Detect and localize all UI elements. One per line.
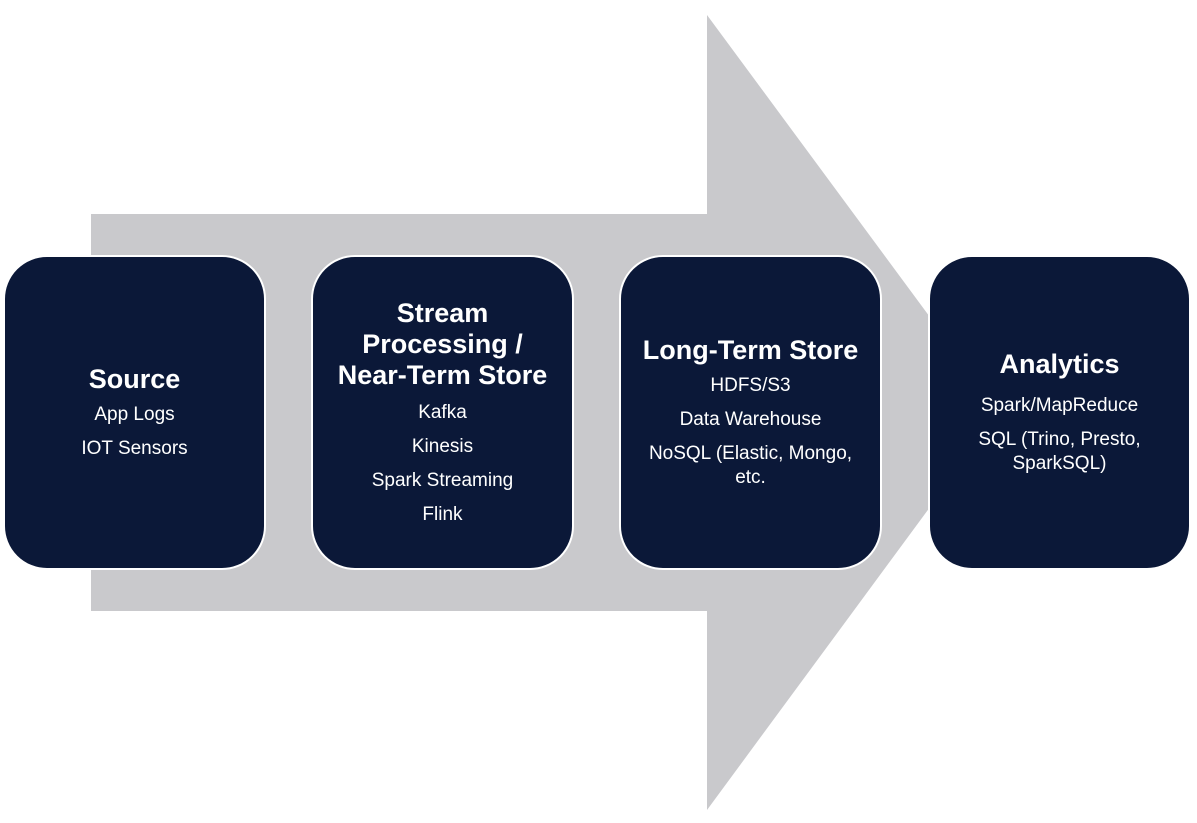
stage-analytics: Analytics Spark/MapReduce SQL (Trino, Pr… — [928, 255, 1191, 570]
stage-long-term-store: Long-Term Store HDFS/S3 Data Warehouse N… — [619, 255, 882, 570]
stage-item: Data Warehouse — [679, 409, 822, 430]
stage-title: Analytics — [999, 349, 1120, 379]
stage-item: IOT Sensors — [81, 438, 188, 459]
stage-items: HDFS/S3 Data Warehouse NoSQL (Elastic, M… — [635, 374, 866, 490]
stage-items: App Logs IOT Sensors — [81, 403, 187, 461]
stage-stream-processing: Stream Processing / Near-Term Store Kafk… — [311, 255, 574, 570]
stage-source: Source App Logs IOT Sensors — [3, 255, 266, 570]
stage-title: Source — [88, 364, 181, 394]
stage-item: Spark Streaming — [371, 470, 514, 491]
stage-title: Long-Term Store — [642, 335, 859, 365]
stage-items: Kafka Kinesis Spark Streaming Flink — [372, 401, 514, 527]
stage-item: App Logs — [94, 404, 175, 425]
stage-item: SQL (Trino, Presto, SparkSQL) — [978, 429, 1141, 474]
stage-item: Kinesis — [411, 436, 474, 457]
stage-item: NoSQL (Elastic, Mongo, etc. — [648, 443, 853, 488]
stage-item: Flink — [422, 504, 463, 525]
stage-items: Spark/MapReduce SQL (Trino, Presto, Spar… — [944, 394, 1175, 476]
stage-item: Kafka — [418, 402, 467, 423]
stage-title: Stream Processing / Near-Term Store — [337, 298, 548, 390]
stage-item: Spark/MapReduce — [980, 395, 1139, 416]
stage-item: HDFS/S3 — [710, 375, 791, 396]
